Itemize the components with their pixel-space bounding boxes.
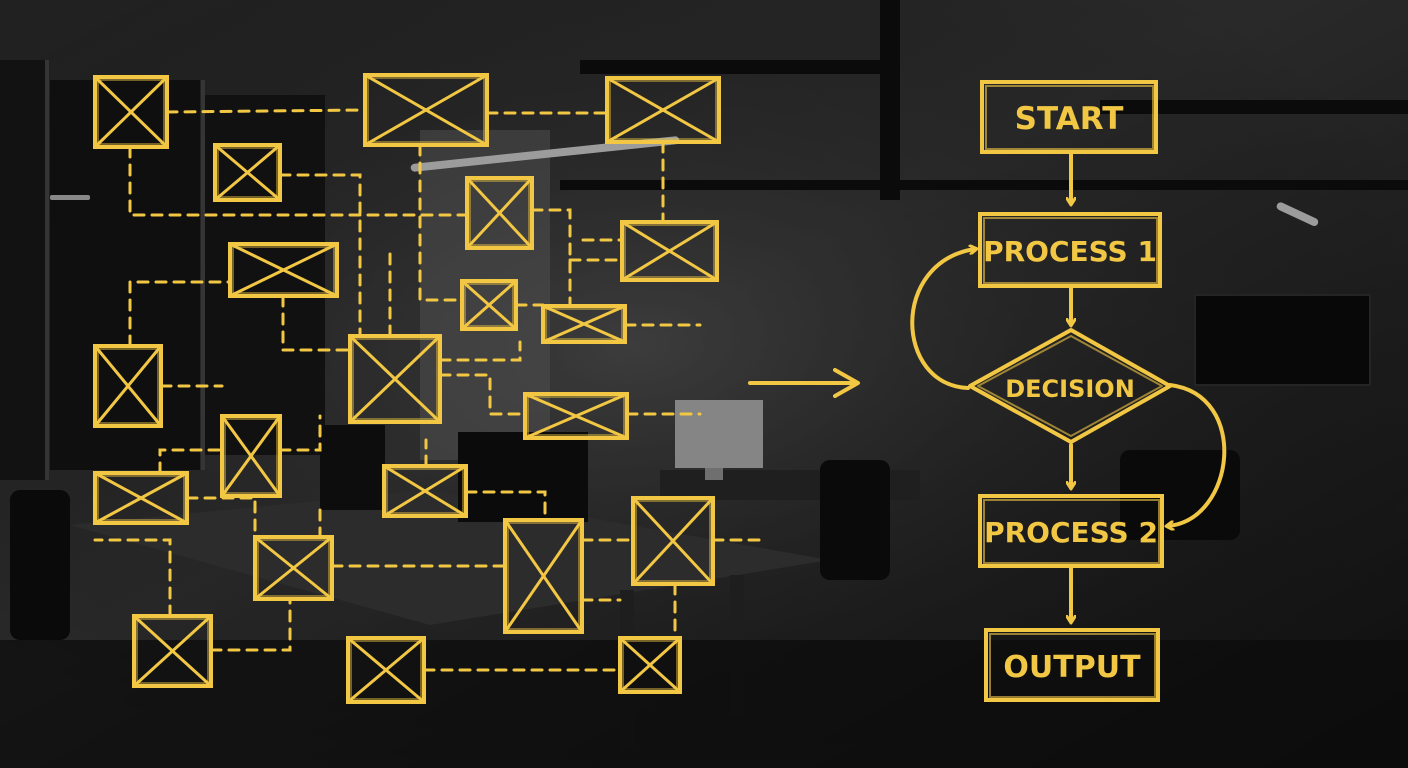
node-start-label: START [1015, 101, 1124, 137]
node-process1-label: PROCESS 1 [983, 235, 1157, 268]
node-decision-label: DECISION [1005, 375, 1135, 403]
node-output-label: OUTPUT [1003, 650, 1141, 685]
node-process2-label: PROCESS 2 [984, 516, 1158, 549]
